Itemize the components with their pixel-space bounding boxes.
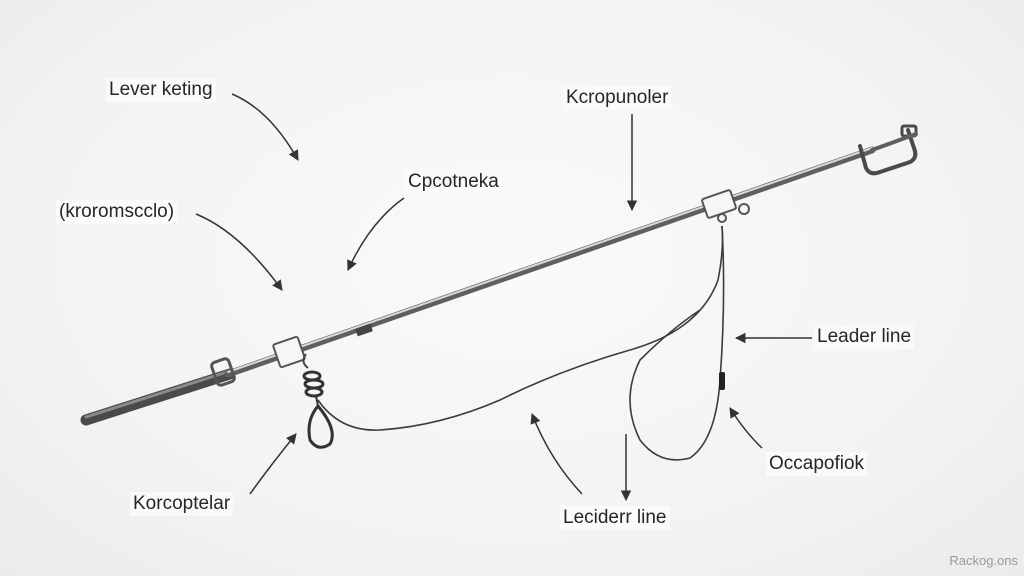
- label-leciderr-line: Leciderr line: [560, 506, 670, 530]
- label-korcoptelar: Korcoptelar: [130, 492, 234, 516]
- rod-handle: [80, 368, 236, 426]
- arrow-kroromscclo: [195, 213, 283, 291]
- rod-clamp-upper: [701, 189, 750, 223]
- arrow-korcoptelar: [249, 433, 297, 495]
- rod-shaft: [224, 146, 876, 378]
- label-kroromscclo: (kroromscclo): [56, 200, 178, 224]
- rod-guide-mark: [355, 323, 373, 337]
- label-lever-keting: Lever keting: [106, 78, 216, 102]
- arrow-occapofiok: [729, 407, 763, 449]
- rod-ring-handle: [210, 357, 236, 387]
- watermark: Rackog.ons: [949, 553, 1018, 568]
- arrows: [195, 93, 812, 502]
- swivel-hook: [302, 353, 334, 449]
- arrow-cpcotneka: [347, 197, 405, 271]
- rod-tip-clamp: [858, 124, 918, 176]
- label-occapofiok: Occapofiok: [766, 452, 868, 476]
- fishing-line: [317, 225, 725, 461]
- rod-clamp-lower: [272, 335, 306, 369]
- label-leader-line: Leader line: [814, 325, 915, 349]
- arrow-leciderr-left: [530, 413, 583, 495]
- label-cpcotneka: Cpcotneka: [405, 170, 502, 194]
- arrow-lever-keting: [231, 93, 299, 161]
- label-kcropunoler: Kcropunoler: [563, 86, 672, 110]
